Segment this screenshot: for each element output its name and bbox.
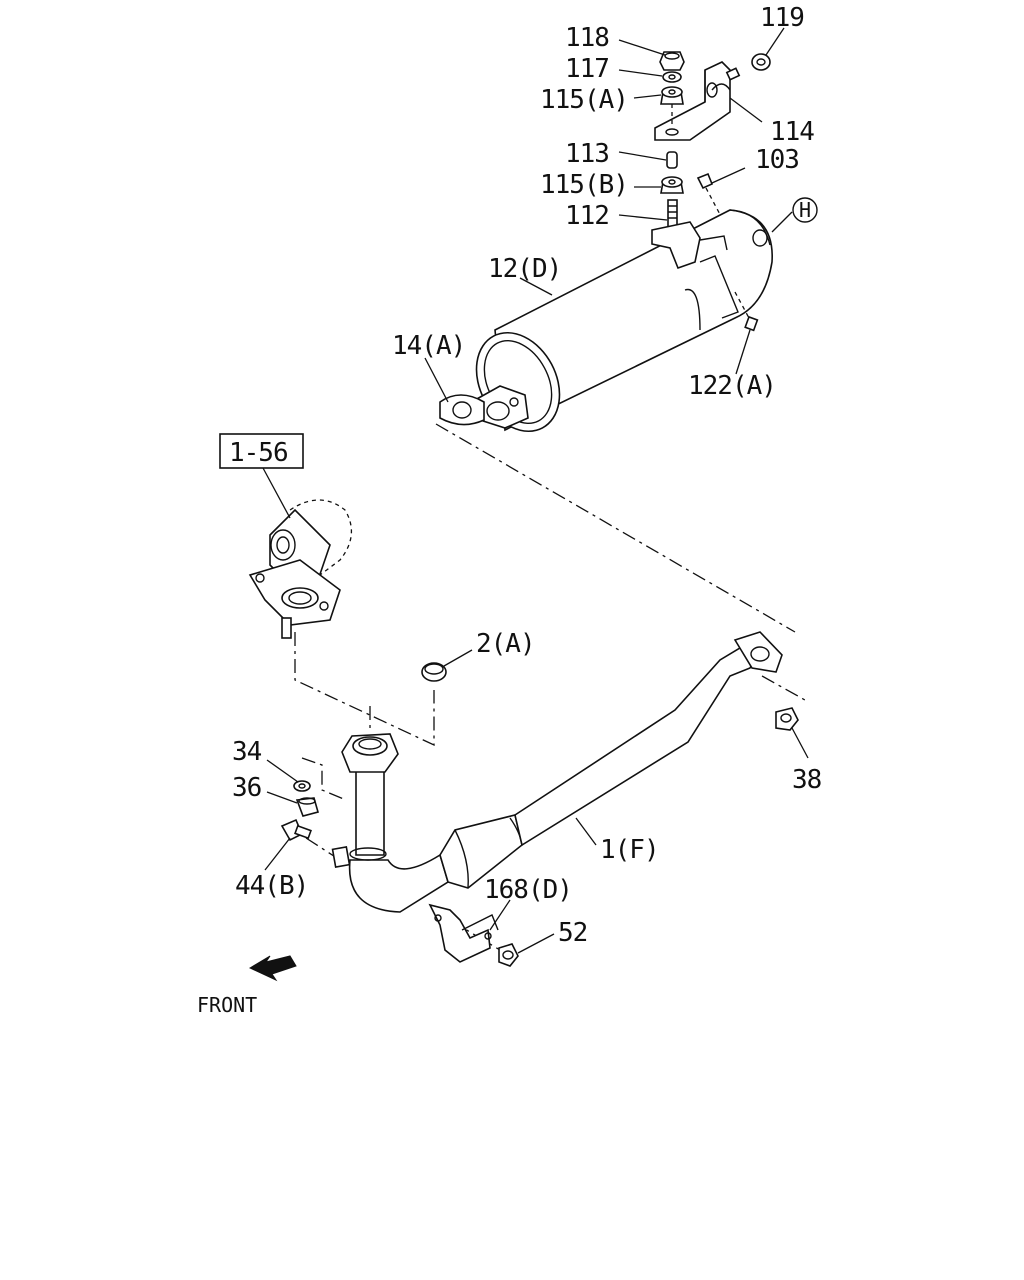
bracket-168d [428,903,499,963]
leader-14a [424,357,449,403]
label-103: 103 [755,145,799,175]
connect-muffler-to-pipe [435,423,796,633]
callout-circle-h [792,197,818,223]
connect-nut-38 [761,675,806,701]
nut-38 [775,707,799,731]
label-12d: 12(D) [488,254,561,284]
label-38: 38 [792,765,821,795]
nut-118 [659,51,685,71]
label-14a: 14(A) [392,331,465,361]
label-122a: 122(A) [688,371,776,401]
nut-119 [751,53,771,71]
leader-156 [262,467,291,519]
leader-34 [266,759,299,783]
label-115b: 115(B) [540,170,628,200]
leader-112 [618,214,668,221]
leader-2a [443,649,473,667]
label-112: 112 [565,201,609,231]
gasket-2a [421,662,447,682]
leader-103 [711,167,746,184]
label-34: 34 [232,737,262,767]
label-168d: 168(D) [484,875,572,905]
label-1f: 1(F) [600,835,659,865]
bolt-122a [734,291,759,332]
label-h: H [799,198,811,222]
label-44b: 44(B) [235,871,308,901]
leader-44b [264,837,291,871]
exhaust-manifold-ref [248,499,352,639]
label-114: 114 [770,117,814,147]
label-2a: 2(A) [476,629,535,659]
label-117: 117 [565,54,609,84]
label-front: FRONT [197,993,257,1017]
muffler-12d [469,209,773,433]
leader-113 [618,151,667,161]
label-115a: 115(A) [540,85,628,115]
leader-1f [575,817,597,846]
leader-36 [266,791,298,804]
nut-36 [295,797,319,817]
leader-52 [517,933,555,954]
leader-114 [729,97,763,123]
front-pipe-1f [331,631,783,913]
gasket-14a [439,394,485,426]
bolt-44b [280,818,312,842]
collar-113 [666,151,678,169]
leader-117 [618,69,663,77]
washer-117 [662,71,682,83]
washer-34 [293,780,311,792]
leader-115a [633,94,662,99]
label-118: 118 [565,23,609,53]
rubber-mount-115b [660,176,684,194]
nut-52 [498,943,519,967]
bolt-119 [725,67,741,81]
reference-box-156 [219,433,304,469]
front-arrow-icon [248,955,297,982]
stud-112 [667,199,678,229]
leader-12d [519,277,553,296]
connect-flange-to-pipe [294,632,435,747]
label-36: 36 [232,773,261,803]
label-156: 1-56 [229,438,288,468]
leader-38 [791,727,809,759]
leader-168d [489,899,511,931]
leader-122a [735,329,751,375]
connect-washer-34 [301,757,347,801]
leader-h [771,211,793,233]
label-113: 113 [565,139,609,169]
leader-118 [618,39,666,56]
leader-119 [765,27,785,56]
label-119: 119 [760,3,804,33]
label-52: 52 [558,918,587,948]
rubber-mount-115a [660,86,684,105]
hanger-bracket-114 [654,61,731,141]
